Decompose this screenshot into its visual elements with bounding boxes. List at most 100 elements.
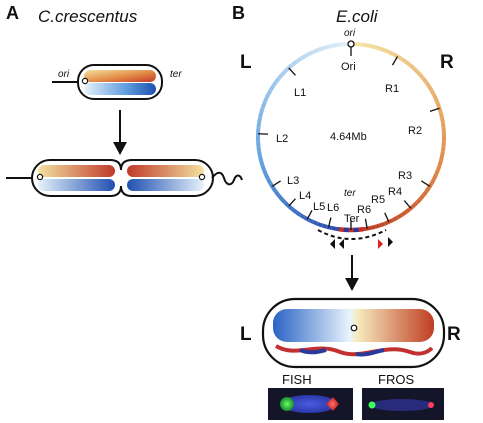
chromosome-arc-segment [435,102,442,109]
locus-tick [306,209,313,220]
chromosome-arc-segment [434,98,440,105]
chromosome-arc-segment [396,213,403,220]
ter-label: Ter [344,213,360,225]
chromosome-arc-segment [427,182,434,189]
chromosome-arc-segment [435,165,442,172]
locus-label: R2 [408,125,422,137]
ter-italic: ter [344,188,356,199]
ori-marker [81,77,89,85]
chromosome-arc-segment [429,178,436,185]
chromosome-arc-segment [336,42,342,48]
chromosome-arc-segment [262,98,268,105]
panel-a-ori-label: ori [58,69,70,80]
chromosome-arc-segment [312,48,319,54]
chromosome-arc-segment [280,69,287,77]
chromosome-arc-segment [404,207,411,214]
chromosome-arc-segment [321,45,328,51]
chromosome-arc-segment [277,194,284,201]
chromosome-arc-segment [277,73,284,80]
chromosome-arc-segment [258,112,264,119]
down-arrow-icon [345,255,359,291]
chromosome-arc-segment [400,57,407,64]
chromosome-arc-segment [411,201,419,208]
chromosome-arc-segment [383,220,390,226]
chromosome-arc-segment [392,215,399,222]
chromosome-arc-segment [379,46,386,53]
panel-a-letter: A [6,3,19,23]
chromosome-arc-segment [432,174,438,181]
chromosome-arc-segment [331,226,337,231]
chromosome-arc-segment [316,46,323,53]
chromosome-arc-segment [415,197,422,205]
chromosome-arc-segment [374,223,381,229]
caulobacter-dividing-cell [6,159,243,197]
locus-bracket [317,229,393,249]
chromosome-arc-segment [283,201,291,208]
chromosome-arc-segment [440,117,445,123]
chromosome-arc-segment [260,102,267,109]
down-arrow-icon [113,110,127,155]
chromosome-arc-segment [258,155,264,162]
locus-label: L6 [327,202,339,214]
chromosome-arc-segment [440,151,445,157]
chromosome-arc-segment [257,117,262,123]
chromosome-arc-segment [326,224,333,230]
chromosome-arc-segment [421,190,428,197]
locus-tick [421,180,431,187]
chromosome-arc-segment [257,151,262,157]
locus-label: L2 [276,133,288,145]
chromosome-arc-segment [264,93,270,100]
chromosome-arc-segment [379,221,386,228]
right-arm-label: R [440,52,454,73]
locus-tick [288,67,296,76]
ori-marker-circle [347,40,355,48]
chromosome-arc-segment [365,43,371,48]
locus-label: R6 [357,204,371,216]
chromosome-arc-segment [374,45,381,51]
chromosome-arc-segment [283,66,291,73]
chromosome-arc-segment [291,207,298,214]
locus-label: L4 [299,190,311,202]
chromosome-arc-segment [360,42,366,48]
chromosome-arc-segment [418,73,425,80]
panel-b-title: E.coli [336,7,379,26]
chromosome-arc-segment [400,210,407,217]
locus-label: R5 [371,194,385,206]
chromosome-arc-segment [388,218,395,224]
chromosome-arc-segment [260,165,267,172]
chromosome-arc-segment [365,226,371,231]
cell-left-label: L [240,324,252,345]
chromosome-arc-segment [408,63,415,70]
chromosome-arc-segment [271,186,278,193]
chromosome-arc-segment [280,197,287,205]
chromosome-arc-segment [303,52,310,59]
chromosome-arc-segment [437,160,443,167]
chromosome-arc-segment [369,44,376,50]
panel-a-title: C.crescentus [38,7,138,26]
chromosome-arc-segment [438,112,444,119]
chromosome-arc-segment [299,213,306,220]
chromosome-arc-segment [440,122,446,128]
chromosome-arc-segment [404,60,411,67]
chromosome-arc-segment [408,204,415,211]
chromosome-arc-segment [369,224,376,230]
panel-b-ori-italic: ori [344,28,356,39]
terminus-stripe [338,226,345,232]
fros-image [362,388,444,420]
chromosome-arc-segment [429,89,436,96]
chromosome-arc-segment [312,220,319,226]
locus-tick [384,212,390,223]
locus-tick [271,180,281,187]
chromosome-arc-segment [434,169,440,176]
chromosome-arc-segment [266,178,273,185]
chromosome-arc-segment [424,81,431,88]
chromosome-arc-segment [303,215,310,222]
chromosome-arc-segment [432,93,438,100]
locus-tick [391,56,399,66]
chromosome-arc-segment [331,43,337,48]
chromosome-arc-segment [256,146,262,152]
chromosome-arc-segment [287,204,294,211]
chromosome-arc-segment [438,155,444,162]
chromosome-arc-segment [411,66,419,73]
